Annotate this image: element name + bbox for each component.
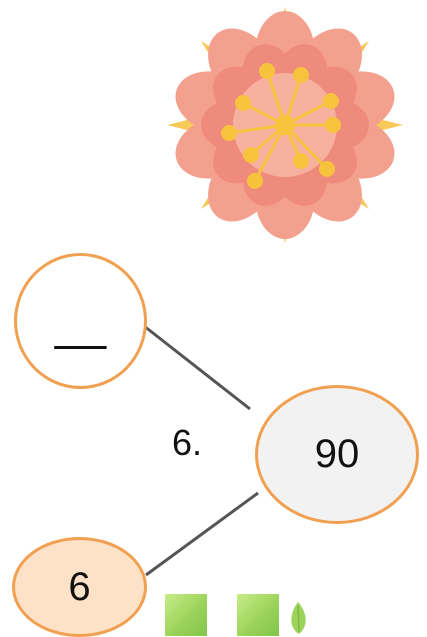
connector-top <box>143 324 251 411</box>
node-bottom-value: 6 <box>68 564 91 609</box>
node-top-blank: __ <box>14 253 147 389</box>
decorative-tile <box>237 594 279 636</box>
node-right-total: 90 <box>255 385 419 524</box>
node-bottom-part: 6 <box>12 537 147 637</box>
step-number-label: 6. <box>172 422 203 463</box>
decorative-tile <box>165 594 207 636</box>
flower-icon <box>167 7 403 243</box>
node-right-value: 90 <box>314 432 360 476</box>
leaf-icon <box>291 602 306 634</box>
node-top-value: __ <box>54 298 107 350</box>
connector-bottom <box>145 491 259 577</box>
